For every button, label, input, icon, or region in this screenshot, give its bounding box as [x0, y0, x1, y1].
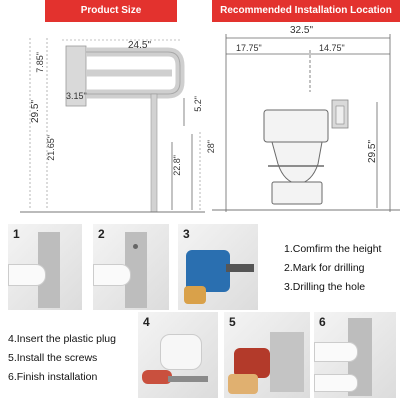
dim-mid-height: 21.65" [46, 135, 56, 161]
dim-leg: 22.8" [172, 155, 182, 176]
step-text-6: 6.Finish installation [8, 371, 98, 383]
dim-offset: 3.15" [66, 91, 87, 101]
dim-height-top: 7.85" [35, 52, 45, 73]
dim-left-width: 17.75" [236, 43, 262, 53]
step-number-2: 2 [98, 227, 105, 241]
step-photo-6: 6 [314, 312, 396, 398]
steps-list-top: 1.Comfirm the height 2.Mark for drilling… [284, 240, 381, 297]
step-number-4: 4 [143, 315, 150, 329]
step-text-4: 4.Insert the plastic plug [8, 333, 116, 345]
dim-total-height: 29.5" [30, 100, 41, 124]
step-text-3: 3.Drilling the hole [284, 281, 366, 293]
steps-list-bottom: 4.Insert the plastic plug 5.Install the … [8, 330, 116, 387]
product-size-header: Product Size [45, 0, 177, 22]
step-photo-1: 1 [8, 224, 82, 310]
step-text-5: 5.Install the screws [8, 352, 98, 364]
step-text-2: 2.Mark for drilling [284, 262, 365, 274]
step-text-1: 1.Comfirm the height [284, 243, 382, 255]
grab-bar-diagram [20, 38, 205, 213]
dim-drop: 5.2" [193, 96, 203, 112]
dim-total-width: 32.5" [290, 25, 314, 36]
toilet-installation-diagram [212, 34, 400, 212]
step-photo-5: 5 [224, 312, 310, 398]
installation-location-header: Recommended Installation Location [212, 0, 400, 22]
dim-install-height: 29.5" [367, 140, 378, 164]
step-photo-3: 3 [178, 224, 258, 310]
step-number-1: 1 [13, 227, 20, 241]
step-number-5: 5 [229, 315, 236, 329]
step-photo-2: 2 [93, 224, 169, 310]
step-number-6: 6 [319, 315, 326, 329]
step-number-3: 3 [183, 227, 190, 241]
dim-width: 24.5" [128, 40, 152, 51]
step-photo-4: 4 [138, 312, 218, 398]
dim-right-width: 14.75" [319, 43, 345, 53]
